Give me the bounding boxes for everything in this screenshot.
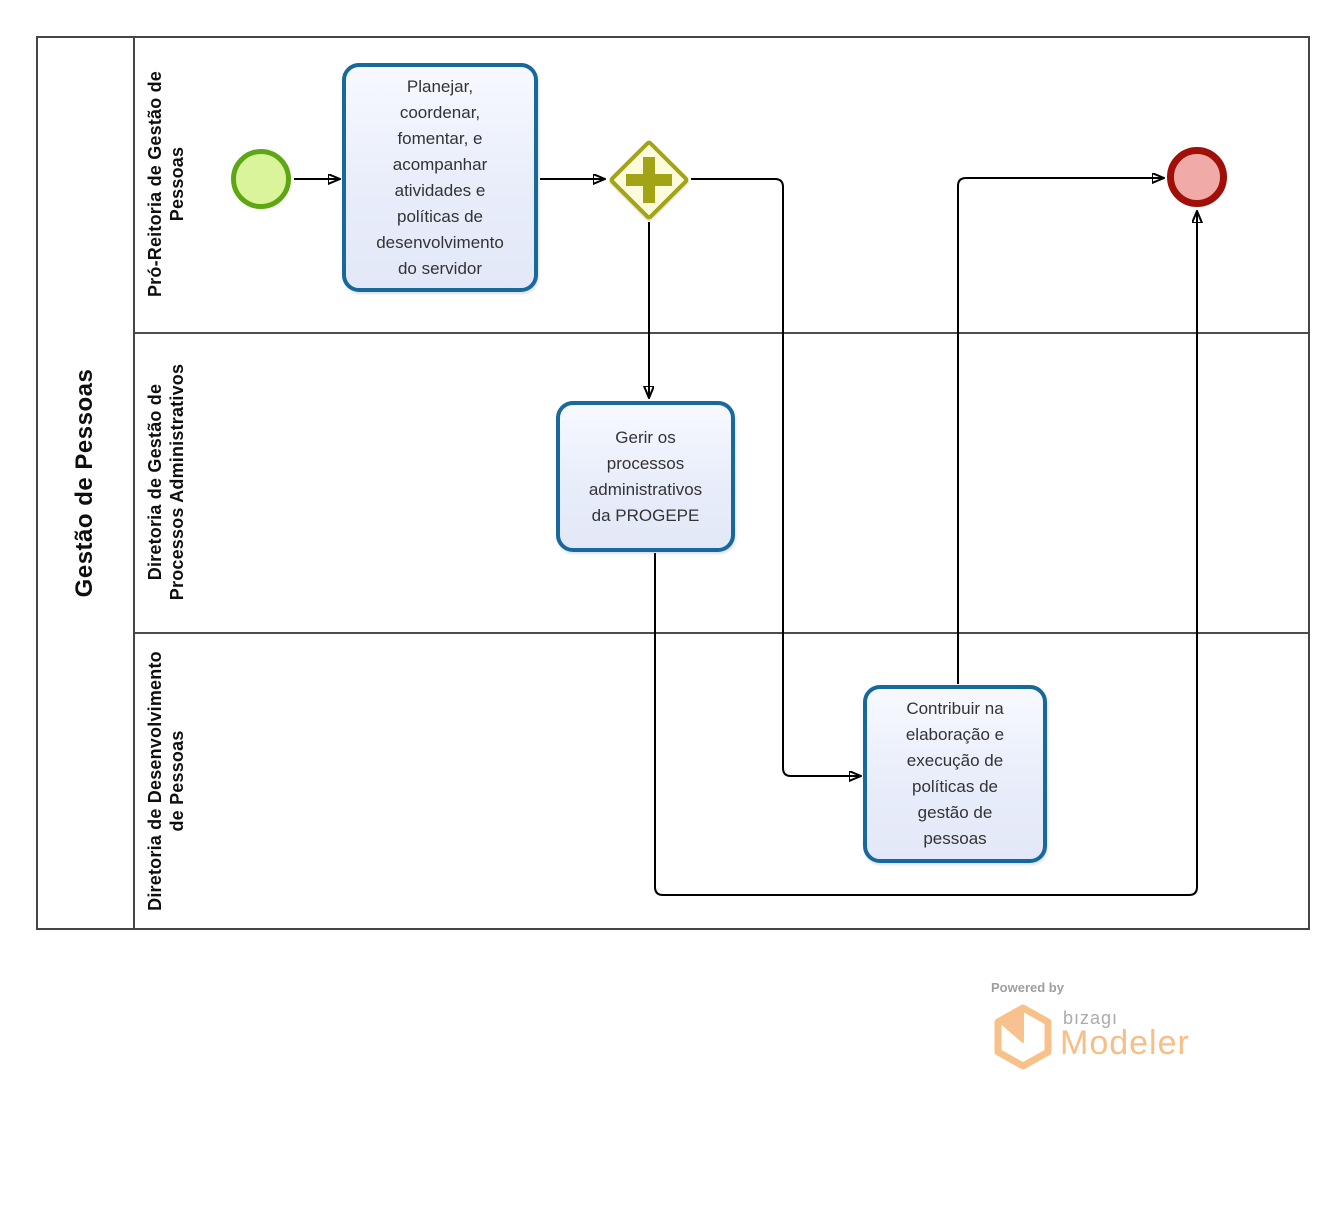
bizagi-branding: Powered by bızagı Modeler	[985, 978, 1265, 1078]
parallel-gateway[interactable]	[607, 138, 691, 222]
end-event[interactable]	[1167, 147, 1227, 207]
task-planejar[interactable]: Planejar, coordenar, fomentar, e acompan…	[342, 63, 538, 292]
plus-icon	[608, 139, 690, 221]
powered-by-text: Powered by	[991, 980, 1064, 995]
flow-contribuir-to-end	[957, 178, 1164, 684]
flow-gateway-to-contribuir	[691, 178, 861, 776]
task-gerir[interactable]: Gerir os processos administrativos da PR…	[556, 401, 735, 552]
start-event[interactable]	[231, 149, 291, 209]
task-contribuir-label: Contribuir na elaboração e execução de p…	[905, 699, 1005, 848]
modeler-product-text: Modeler	[1060, 1024, 1190, 1062]
flow-gerir-to-end	[654, 211, 1197, 896]
task-planejar-label: Planejar, coordenar, fomentar, e acompan…	[376, 76, 504, 278]
lane-divider-1	[135, 332, 1308, 334]
bizagi-brand-text: bızagı	[1063, 1008, 1119, 1028]
task-contribuir[interactable]: Contribuir na elaboração e execução de p…	[863, 685, 1047, 863]
pool-label-cell	[38, 38, 135, 928]
lane-divider-2	[135, 632, 1308, 634]
task-gerir-label: Gerir os processos administrativos da PR…	[588, 427, 703, 525]
bizagi-logo-icon	[994, 1004, 1052, 1070]
